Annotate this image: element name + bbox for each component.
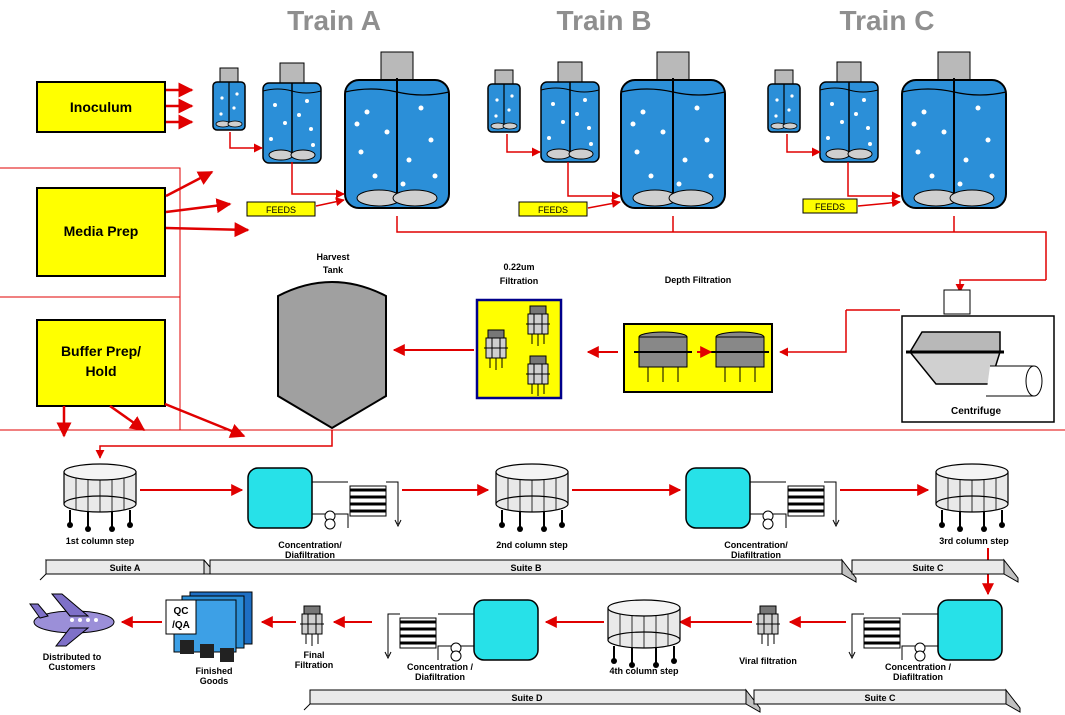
train-a-label: Train A	[287, 5, 381, 36]
conc2-label-2: Diafiltration	[731, 550, 781, 560]
feeds-label-a: FEEDS	[266, 205, 296, 215]
media-prep-label: Media Prep	[64, 223, 139, 239]
conc4-label-1: Concentration /	[407, 662, 474, 672]
train-b-label: Train B	[557, 5, 652, 36]
column-step-1	[63, 463, 137, 533]
train-c-label: Train C	[840, 5, 935, 36]
column-step-3	[935, 463, 1009, 533]
qc-label-1: QC	[174, 606, 189, 617]
uf-df-unit-2	[684, 466, 841, 531]
train-a-seed-small	[212, 67, 246, 131]
feeds-box-a: FEEDS	[246, 201, 316, 217]
inoculum-label: Inoculum	[70, 99, 132, 115]
feeds-box-c: FEEDS	[802, 198, 858, 214]
distributed-label-2: Customers	[48, 662, 95, 672]
filtration-022-label-1: 0.22um	[503, 262, 534, 272]
feeds-box-b: FEEDS	[518, 201, 588, 217]
airplane-icon	[29, 593, 115, 647]
conc3-label-2: Diafiltration	[893, 672, 943, 682]
harvest-tank-label-1: Harvest	[316, 252, 349, 262]
final-filter	[299, 605, 325, 647]
harvest-tank-label-2: Tank	[323, 265, 344, 275]
viral-filter	[755, 605, 781, 647]
buffer-prep-label-2: Hold	[85, 363, 116, 379]
col4-label: 4th column step	[609, 666, 679, 676]
finished-label-2: Goods	[200, 676, 229, 686]
buffer-prep-box: Buffer Prep/ Hold	[36, 319, 166, 407]
suite-a-label: Suite A	[110, 563, 141, 573]
suite-c2-label: Suite C	[864, 693, 896, 703]
col3-label: 3rd column step	[939, 536, 1009, 546]
depth-filtration-label: Depth Filtration	[665, 275, 732, 285]
arrow-harvest-to-col1	[95, 430, 333, 459]
column-step-4	[607, 599, 681, 669]
final-label-2: Filtration	[295, 660, 334, 670]
distributed-label-1: Distributed to	[43, 652, 102, 662]
prep-arrows	[56, 82, 250, 438]
conc2-label-1: Concentration/	[724, 540, 788, 550]
train-c-seed-small	[767, 69, 801, 133]
separator-lines	[0, 167, 1065, 431]
train-arrows	[229, 132, 901, 209]
finished-goods: QC /QA	[165, 591, 253, 662]
column-step-2	[495, 463, 569, 533]
finished-label-1: Finished	[195, 666, 232, 676]
uf-df-unit-1	[246, 466, 403, 531]
harvest-tank	[277, 281, 387, 430]
final-label-1: Final	[303, 650, 324, 660]
col1-label: 1st column step	[66, 536, 135, 546]
train-c-seed-medium	[819, 61, 879, 163]
suite-bars-row2	[303, 688, 1021, 713]
harvest-line	[396, 216, 1047, 293]
filtration-022-unit	[475, 298, 563, 400]
arrow-centrifuge-to-depth	[779, 310, 847, 357]
feeds-label-c: FEEDS	[815, 202, 845, 212]
train-a-seed-medium	[262, 62, 322, 164]
uf-df-unit-3	[847, 598, 1004, 663]
uf-df-unit-4	[383, 598, 540, 663]
buffer-prep-label-1: Buffer Prep/	[61, 343, 141, 359]
train-b-seed-medium	[540, 61, 600, 163]
media-prep-box: Media Prep	[36, 187, 166, 277]
feeds-label-b: FEEDS	[538, 205, 568, 215]
col2-label: 2nd column step	[496, 540, 568, 550]
centrifuge-label: Centrifuge	[951, 406, 1001, 417]
qc-label-2: /QA	[172, 620, 190, 631]
depth-filtration-unit	[623, 323, 773, 393]
filtration-022-label-2: Filtration	[500, 276, 539, 286]
suite-bars-row1	[39, 558, 1019, 583]
train-c-production-bioreactor	[901, 51, 1007, 209]
conc3-label-1: Concentration /	[885, 662, 952, 672]
train-b-seed-small	[487, 69, 521, 133]
viral-label: Viral filtration	[739, 656, 797, 666]
conc1-label-2: Diafiltration	[285, 550, 335, 560]
suite-d-label: Suite D	[511, 693, 543, 703]
centrifuge: Centrifuge	[901, 289, 1055, 423]
train-b-production-bioreactor	[620, 51, 726, 209]
conc4-label-2: Diafiltration	[415, 672, 465, 682]
suite-b-label: Suite B	[510, 563, 542, 573]
conc1-label-1: Concentration/	[278, 540, 342, 550]
inoculum-box: Inoculum	[36, 81, 166, 133]
train-a-production-bioreactor	[344, 51, 450, 209]
suite-c1-label: Suite C	[912, 563, 944, 573]
